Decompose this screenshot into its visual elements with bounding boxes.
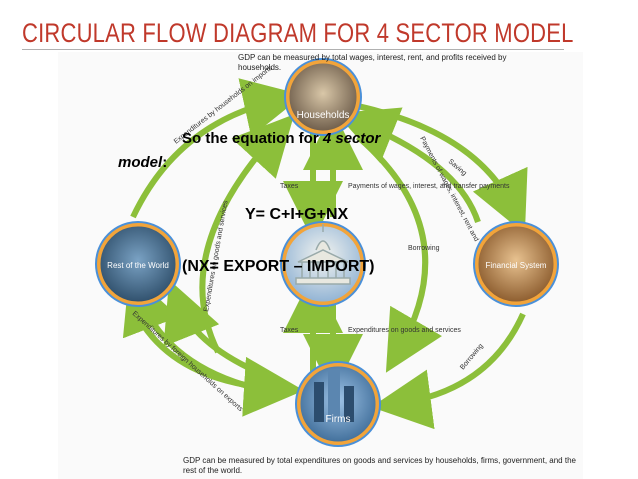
flow-label-taxes-bottom: Taxes xyxy=(280,327,299,334)
node-label-financial-system: Financial System xyxy=(486,261,547,270)
node-label-firms: Firms xyxy=(326,414,351,425)
slide-title: CIRCULAR FLOW DIAGRAM FOR 4 SECTOR MODEL xyxy=(22,18,574,48)
equation-intro-continued: model: xyxy=(118,154,167,171)
gdp-equation: Y= C+I+G+NX xyxy=(245,206,349,223)
node-firms: Firms xyxy=(295,361,381,447)
node-households: Households xyxy=(284,58,362,136)
equation-intro-model: model xyxy=(118,154,163,171)
arc-world-to-households xyxy=(130,78,304,219)
arc-inner-left-up xyxy=(199,114,295,354)
title-divider xyxy=(22,49,564,50)
flow-label-exports: Expenditures by foreign households on ex… xyxy=(131,310,245,413)
flow-label-payments: Payments of wages, interest, and transfe… xyxy=(348,183,510,190)
top-caption: GDP can be measured by total wages, inte… xyxy=(238,53,507,72)
node-financial-system: Financial System xyxy=(473,221,559,307)
equation-intro-text: So the equation for xyxy=(182,130,323,147)
bottom-caption: GDP can be measured by total expenditure… xyxy=(183,456,576,475)
flow-label-expenditures-bottom: Expenditures on goods and services xyxy=(348,327,461,334)
arc-financial-to-firms xyxy=(371,312,526,430)
arc-world-to-firms xyxy=(130,305,304,417)
flow-label-borrowing-left: Borrowing xyxy=(408,245,440,252)
arc-financial-to-households xyxy=(335,107,481,223)
node-government xyxy=(280,221,366,307)
flow-label-taxes-top: Taxes xyxy=(280,183,299,190)
equation-intro: So the equation for 4 sector xyxy=(182,130,380,147)
node-label-rest-of-world: Rest of the World xyxy=(107,261,169,270)
node-label-households: Households xyxy=(297,110,350,121)
equation-intro-italic: 4 sector xyxy=(322,130,381,147)
node-rest-of-world: Rest of the World xyxy=(95,221,181,307)
circular-flow-diagram: Households Rest of the World Financial S… xyxy=(58,52,583,479)
net-exports-definition: (NX= EXPORT – IMPORT) xyxy=(182,258,375,275)
capitol-icon xyxy=(295,224,351,285)
equation-intro-colon: : xyxy=(162,154,168,171)
